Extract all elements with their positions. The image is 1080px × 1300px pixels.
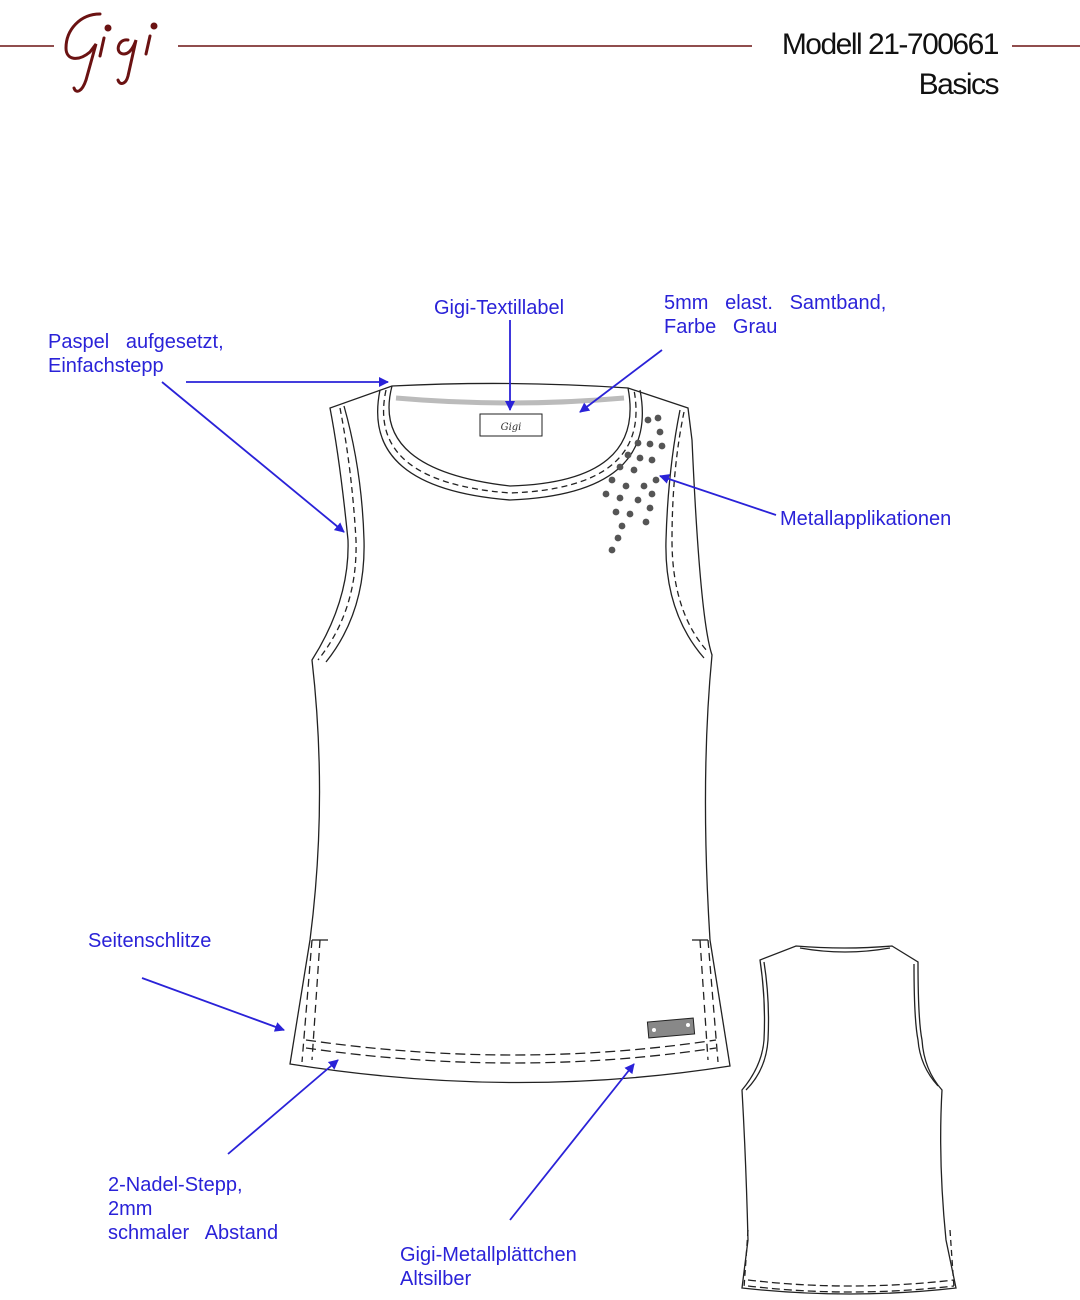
label-tag-text: Gigi	[501, 422, 522, 433]
stud-dot	[648, 456, 656, 464]
arrow-double-needle	[227, 1059, 339, 1155]
front-outline	[289, 382, 731, 1084]
callout-textile-label: Gigi-Textillabel	[434, 297, 565, 319]
stud-dot	[618, 522, 626, 530]
callout-side-slits: Seitenschlitze	[88, 930, 212, 952]
model-number: Modell 21-700661	[781, 28, 1000, 61]
arrow-piping-armhole	[161, 381, 345, 533]
stud-dot	[624, 451, 632, 459]
callout-piping: Paspel aufgesetzt, Einfachstepp	[48, 331, 224, 377]
stud-dot	[608, 476, 616, 484]
stud-dot	[646, 504, 654, 512]
back-outline	[741, 945, 957, 1295]
callout-arrows	[141, 320, 777, 1221]
arrow-metal-plate	[509, 1063, 635, 1221]
stud-dot	[656, 428, 664, 436]
callout-metal-plate: Gigi-Metallplättchen Altsilber	[400, 1244, 577, 1290]
stud-dot	[616, 463, 624, 471]
arrow-metal-applications	[659, 474, 777, 516]
stud-dot	[626, 510, 634, 518]
front-view	[289, 382, 731, 1084]
arrow-velvet-band	[579, 349, 663, 413]
callout-metal-applications: Metallapplikationen	[780, 508, 952, 530]
stud-dot	[642, 518, 650, 526]
brand-logo	[64, 12, 158, 93]
arrow-side-slits	[141, 977, 285, 1032]
stud-dot	[658, 442, 666, 450]
metal-application-dots	[602, 414, 666, 554]
stud-dot	[608, 546, 616, 554]
stud-dot	[612, 508, 620, 516]
stud-dot	[644, 416, 652, 424]
back-view	[741, 945, 957, 1295]
callout-double-needle: 2-Nadel-Stepp, 2mm schmaler Abstand	[108, 1174, 279, 1244]
collection-name: Basics	[918, 68, 1000, 101]
stud-dot	[630, 466, 638, 474]
stud-dot	[640, 482, 648, 490]
stud-dot	[646, 440, 654, 448]
stud-dot	[614, 534, 622, 542]
callout-velvet-band: 5mm elast. Samtband, Farbe Grau	[664, 292, 887, 338]
stud-dot	[602, 490, 610, 498]
stud-dot	[652, 476, 660, 484]
stud-dot	[634, 439, 642, 447]
textile-label-tag: Gigi	[479, 413, 543, 437]
stud-dot	[616, 494, 624, 502]
stud-dot	[636, 454, 644, 462]
metal-plate	[646, 1017, 696, 1039]
stud-dot	[622, 482, 630, 490]
stud-dot	[654, 414, 662, 422]
stud-dot	[648, 490, 656, 498]
stud-dot	[634, 496, 642, 504]
